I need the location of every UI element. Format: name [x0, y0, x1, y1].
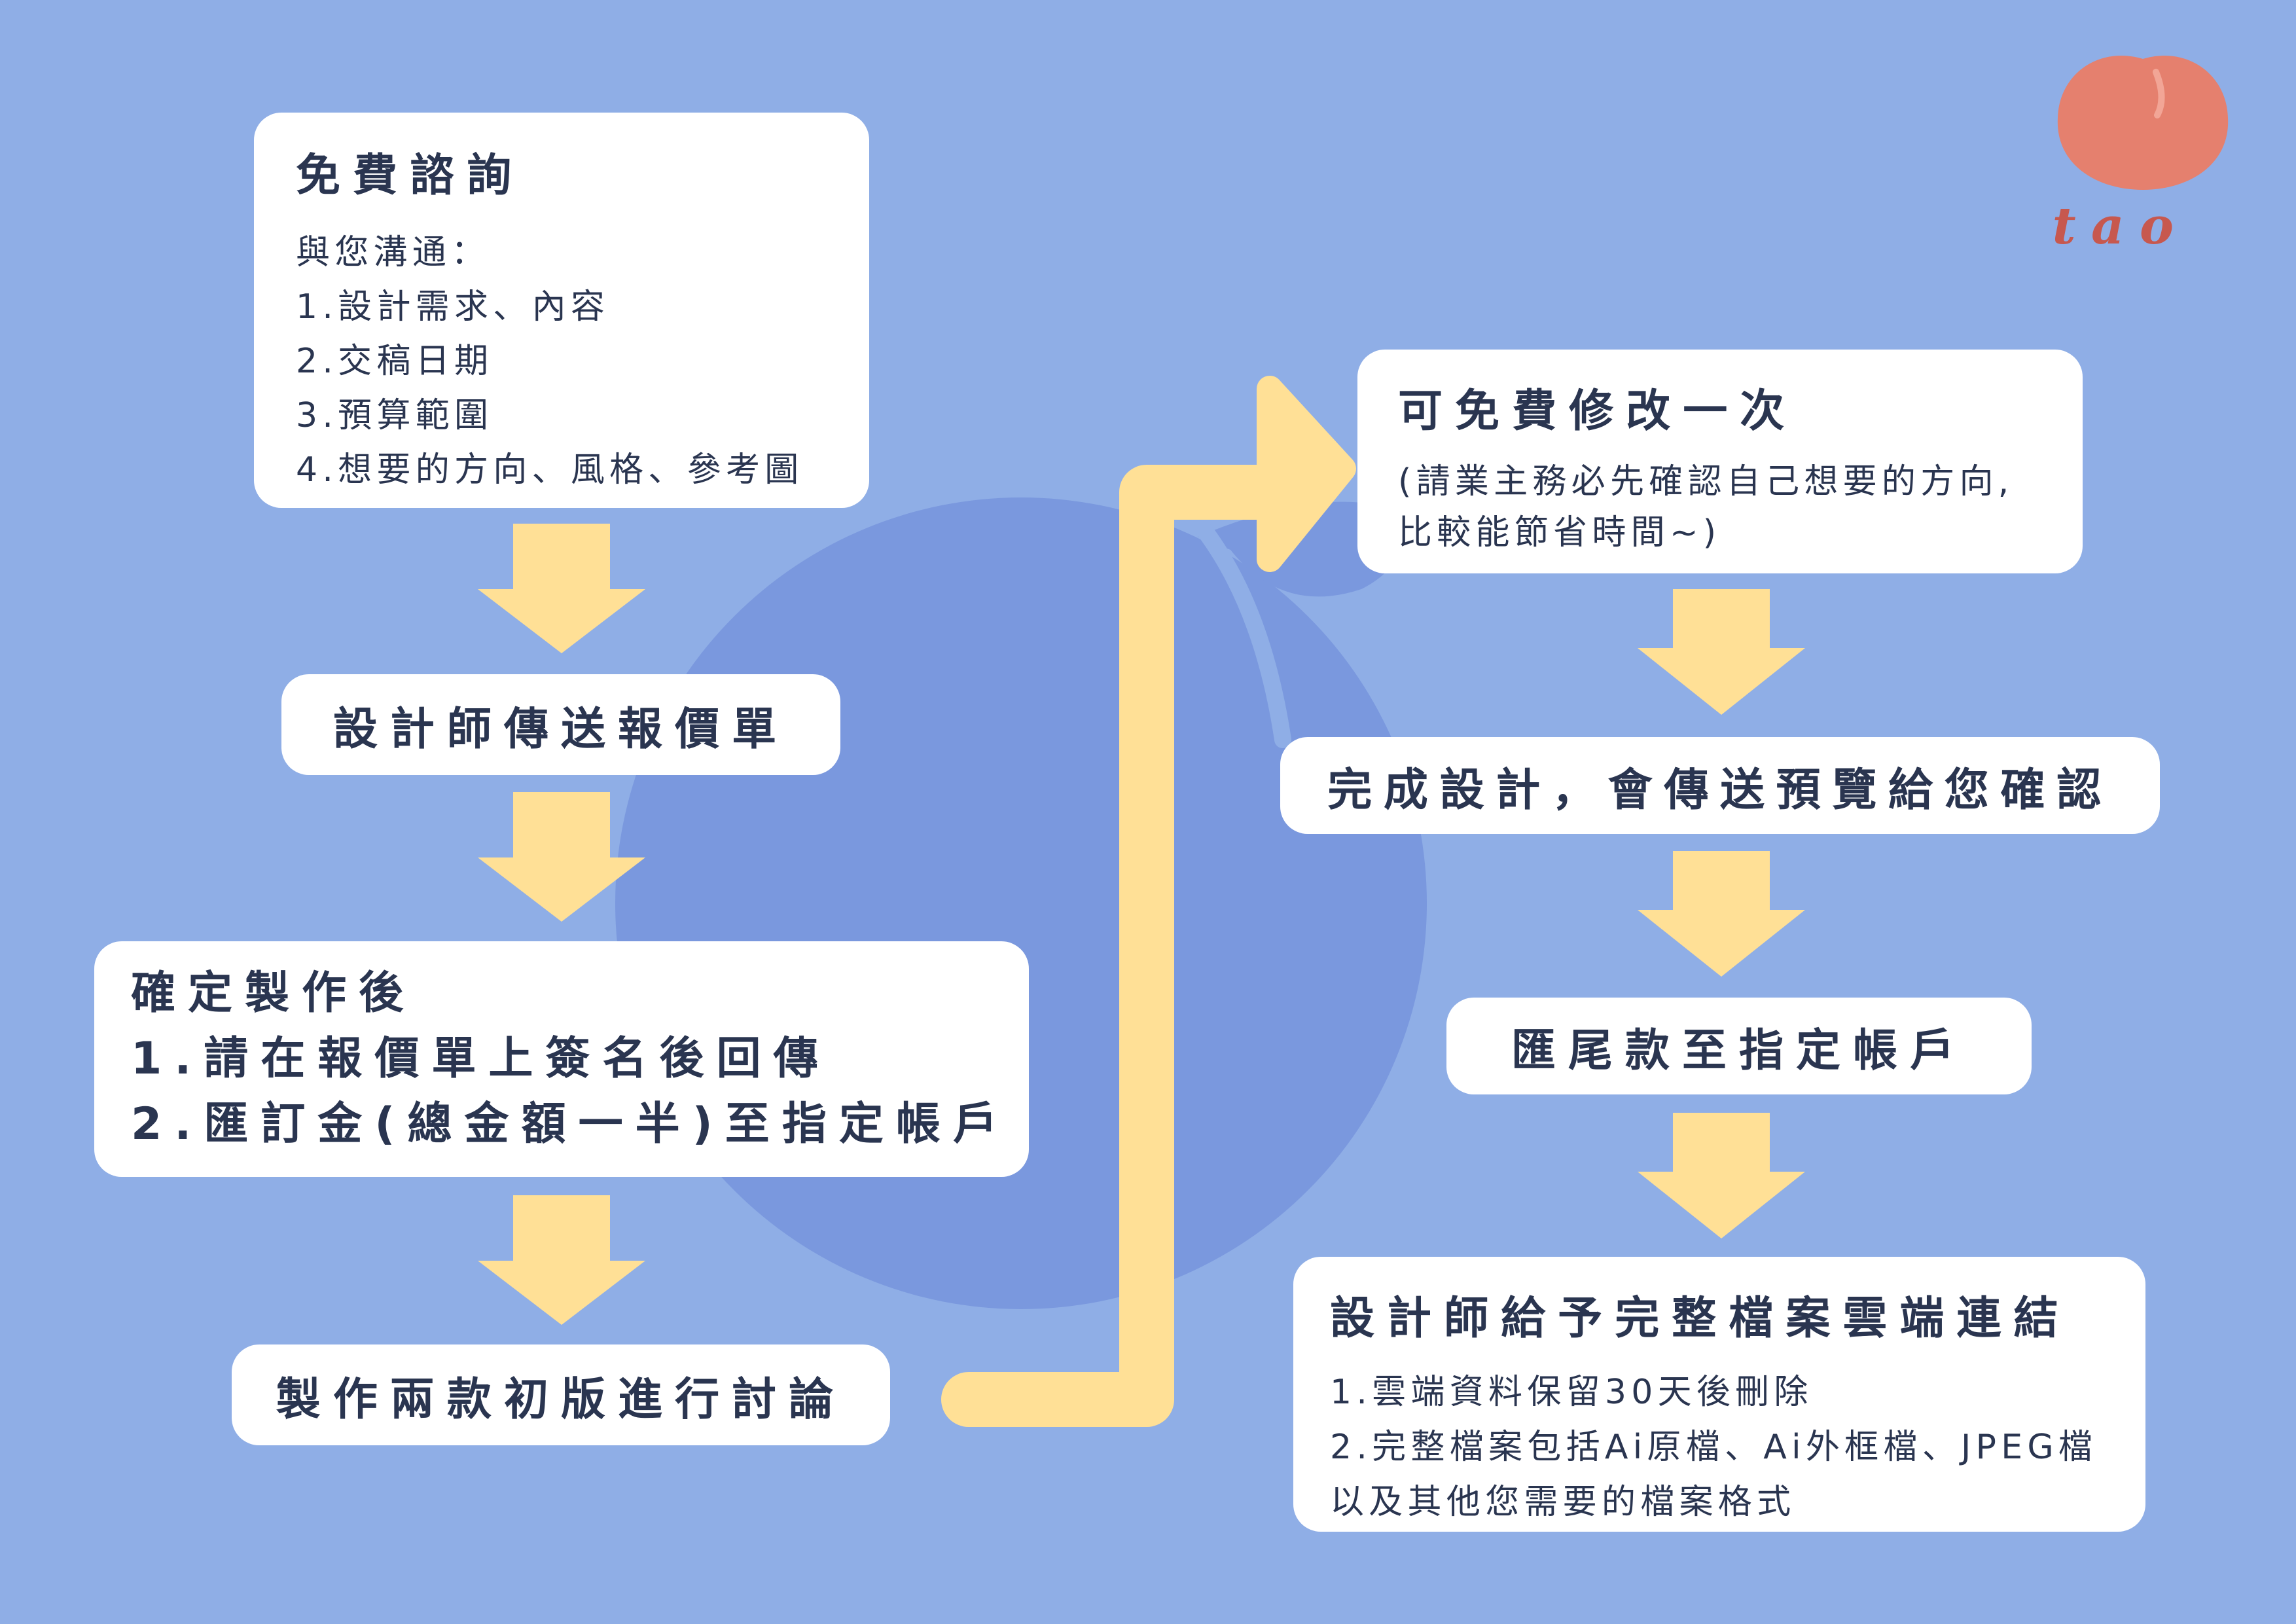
- step-line: 以及其他您需要的檔案格式: [1330, 1483, 1796, 1522]
- step-line: (請業主務必先確認自己想要的方向,: [1398, 462, 2014, 501]
- step-title: 完成設計，會傳送預覽給您確認: [1327, 764, 2113, 816]
- logo-peach-icon: [2057, 55, 2229, 190]
- step-free-revision: 可免費修改一次 (請業主務必先確認自己想要的方向, 比較能節省時間~): [1357, 350, 2083, 573]
- step-title: 免費諮詢: [296, 150, 524, 202]
- flow-arrows: [478, 524, 1805, 1325]
- step-line: 4.想要的方向、風格、參考圖: [296, 450, 804, 490]
- step-line: 2.完整檔案包括Ai原檔、Ai外框檔、JPEG檔: [1330, 1428, 2098, 1467]
- peach-silhouette: [615, 497, 1427, 1309]
- step-confirm-production: 確定製作後 1.請在報價單上簽名後回傳 2.匯訂金(總金額一半)至指定帳戶: [94, 941, 1029, 1177]
- logo-wordmark: tao: [2052, 196, 2189, 256]
- step-line: 2.交稿日期: [296, 342, 493, 381]
- down-arrow-1: [478, 524, 645, 653]
- step-send-quote: 設計師傳送報價單: [281, 674, 840, 775]
- step-line: 確定製作後: [131, 967, 416, 1019]
- down-arrow-6: [1638, 1113, 1805, 1238]
- down-arrow-2: [478, 792, 645, 922]
- step-two-drafts: 製作兩款初版進行討論: [232, 1344, 890, 1445]
- step-title: 設計師傳送報價單: [332, 703, 789, 755]
- step-title: 可免費修改一次: [1398, 386, 1797, 437]
- down-arrow-3: [478, 1195, 645, 1325]
- connector-arrow: [941, 376, 1356, 1427]
- down-arrow-5: [1638, 851, 1805, 977]
- step-free-consultation: 免費諮詢 與您溝通： 1.設計需求、內容 2.交稿日期 3.預算範圍 4.想要的…: [254, 113, 869, 508]
- step-title: 設計師給予完整檔案雲端連結: [1330, 1293, 2071, 1344]
- step-line: 比較能節省時間~): [1398, 513, 1721, 552]
- step-title: 製作兩款初版進行討論: [276, 1373, 846, 1426]
- step-deliver-files: 設計師給予完整檔案雲端連結 1.雲端資料保留30天後刪除 2.完整檔案包括Ai原…: [1293, 1257, 2145, 1532]
- down-arrow-4: [1638, 589, 1805, 715]
- step-complete-design: 完成設計，會傳送預覽給您確認: [1280, 737, 2160, 834]
- step-title: 匯尾款至指定帳戶: [1511, 1024, 1967, 1077]
- step-final-payment: 匯尾款至指定帳戶: [1446, 998, 2032, 1094]
- step-line: 1.設計需求、內容: [296, 287, 610, 327]
- step-line: 2.匯訂金(總金額一半)至指定帳戶: [131, 1098, 1010, 1150]
- step-line: 1.請在報價單上簽名後回傳: [131, 1033, 831, 1085]
- step-line: 與您溝通：: [296, 233, 490, 272]
- step-line: 1.雲端資料保留30天後刪除: [1330, 1373, 1813, 1412]
- step-line: 3.預算範圍: [296, 396, 493, 435]
